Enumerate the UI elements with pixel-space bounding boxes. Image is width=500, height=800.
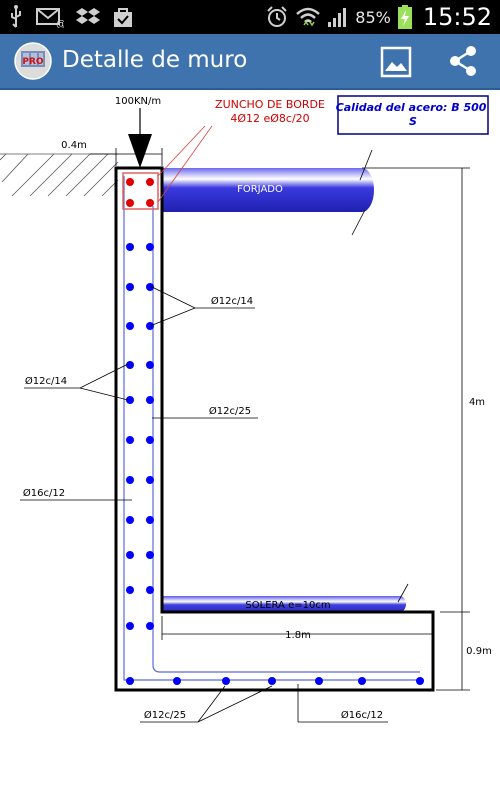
rebar-dot	[126, 586, 134, 594]
steel-quality-label: Calidad del acero: B 500 S	[336, 101, 491, 128]
edge-beam-bar	[126, 178, 134, 186]
rebar-dot	[126, 622, 134, 630]
edge-beam-title: ZUNCHO DE BORDE	[215, 98, 325, 111]
wifi-icon	[296, 7, 321, 27]
rebar-dot	[146, 396, 154, 404]
rebar-inner-bar	[152, 206, 420, 673]
rebar-dot	[315, 677, 323, 685]
footing-height-label: 0.9m	[466, 646, 492, 657]
battery-percent: 85%	[355, 7, 391, 27]
edge-beam	[122, 125, 213, 210]
rebar-outer-label: Ø12c/14	[25, 375, 67, 387]
rebar-dot	[126, 283, 134, 291]
rebar-dot	[126, 361, 134, 369]
rebar-dot	[268, 677, 276, 685]
steel-quality-box	[337, 95, 489, 135]
action-bar: PRO Detalle de muro	[0, 34, 500, 90]
rebar-inner-label: Ø12c/14	[211, 295, 253, 307]
rebar-dot	[358, 677, 366, 685]
edge-beam-spec: 4Ø12 eØ8c/20	[230, 112, 309, 125]
rebar-dot	[126, 476, 134, 484]
alarm-icon	[267, 6, 287, 27]
notification-icons: @	[8, 5, 134, 29]
rebar-dot	[146, 586, 154, 594]
slab-forjado	[162, 149, 374, 236]
svg-text:@: @	[56, 19, 64, 28]
rebar-dot	[146, 516, 154, 524]
rebar-dot	[126, 516, 134, 524]
rebar-dot	[173, 677, 181, 685]
top-width-dimension	[90, 148, 163, 166]
mail-icon: @	[36, 8, 64, 28]
rebar-dot	[146, 476, 154, 484]
dropbox-icon	[76, 8, 100, 24]
rebar-wall-main-label: Ø16c/12	[23, 487, 65, 499]
ground-slab-solera	[162, 583, 409, 612]
wall-height-label: 4m	[469, 397, 485, 408]
leader-rebar-footing-top	[140, 685, 273, 723]
status-bar: @ 85%	[0, 0, 500, 34]
clock: 15:52	[422, 3, 492, 31]
footing-width-label: 1.8m	[285, 630, 311, 641]
rebar-dot	[146, 283, 154, 291]
rebar-dot	[222, 677, 230, 685]
rebar-footing-bottom-label: Ø16c/12	[341, 709, 383, 721]
battery-charging-icon	[397, 5, 412, 29]
rebar-bent-bar	[123, 176, 424, 681]
leader-rebar-footing-bottom	[297, 684, 388, 723]
top-width-label: 0.4m	[61, 140, 87, 151]
rebar-dot	[126, 396, 134, 404]
leader-rebar-outer	[24, 363, 129, 401]
load-label: 100KN/m	[115, 96, 161, 107]
rebar-dot	[126, 322, 134, 330]
ground-hatching	[0, 153, 119, 197]
slab-label: FORJADO	[237, 184, 283, 195]
edge-beam-bar	[126, 199, 134, 207]
ground-slab-label: SOLERA e=10cm	[245, 600, 330, 611]
rebar-dot	[416, 677, 424, 685]
usb-icon	[11, 5, 21, 28]
drawing-canvas[interactable]: FORJADO SOLERA e=10cm ZUNCHO DE BORDE 4Ø…	[0, 90, 500, 800]
rebar-dot	[146, 243, 154, 251]
leader-rebar-inner	[149, 285, 255, 327]
share-icon[interactable]	[446, 44, 480, 78]
wall-height-dimension	[362, 167, 470, 613]
bag-check-icon	[114, 8, 132, 27]
rebar-dot	[146, 436, 154, 444]
rebar-dot	[146, 622, 154, 630]
rebar-horizontal-label: Ø12c/25	[209, 405, 251, 417]
rebar-dot	[126, 677, 134, 685]
footing-height-dimension	[436, 612, 470, 691]
load-arrow	[128, 108, 152, 168]
footing-width-dimension	[161, 616, 434, 640]
wall-concrete-outline	[114, 166, 435, 692]
rebar-dot	[126, 551, 134, 559]
rebar-dot	[146, 551, 154, 559]
rebar-dot	[146, 361, 154, 369]
image-icon[interactable]	[380, 46, 412, 78]
edge-beam-bar	[146, 199, 154, 207]
app-logo[interactable]: PRO	[14, 42, 52, 80]
page-title: Detalle de muro	[62, 47, 248, 73]
signal-icon	[328, 8, 347, 27]
rebar-dot	[126, 243, 134, 251]
wall-detail-drawing: FORJADO SOLERA e=10cm ZUNCHO DE BORDE 4Ø…	[0, 95, 492, 723]
svg-text:PRO: PRO	[22, 57, 44, 67]
rebar-dot	[126, 436, 134, 444]
rebar-footing-top-label: Ø12c/25	[144, 709, 186, 721]
rebar-dots	[126, 243, 424, 685]
system-icons: 85% 15:52	[265, 3, 492, 31]
edge-beam-bar	[146, 178, 154, 186]
